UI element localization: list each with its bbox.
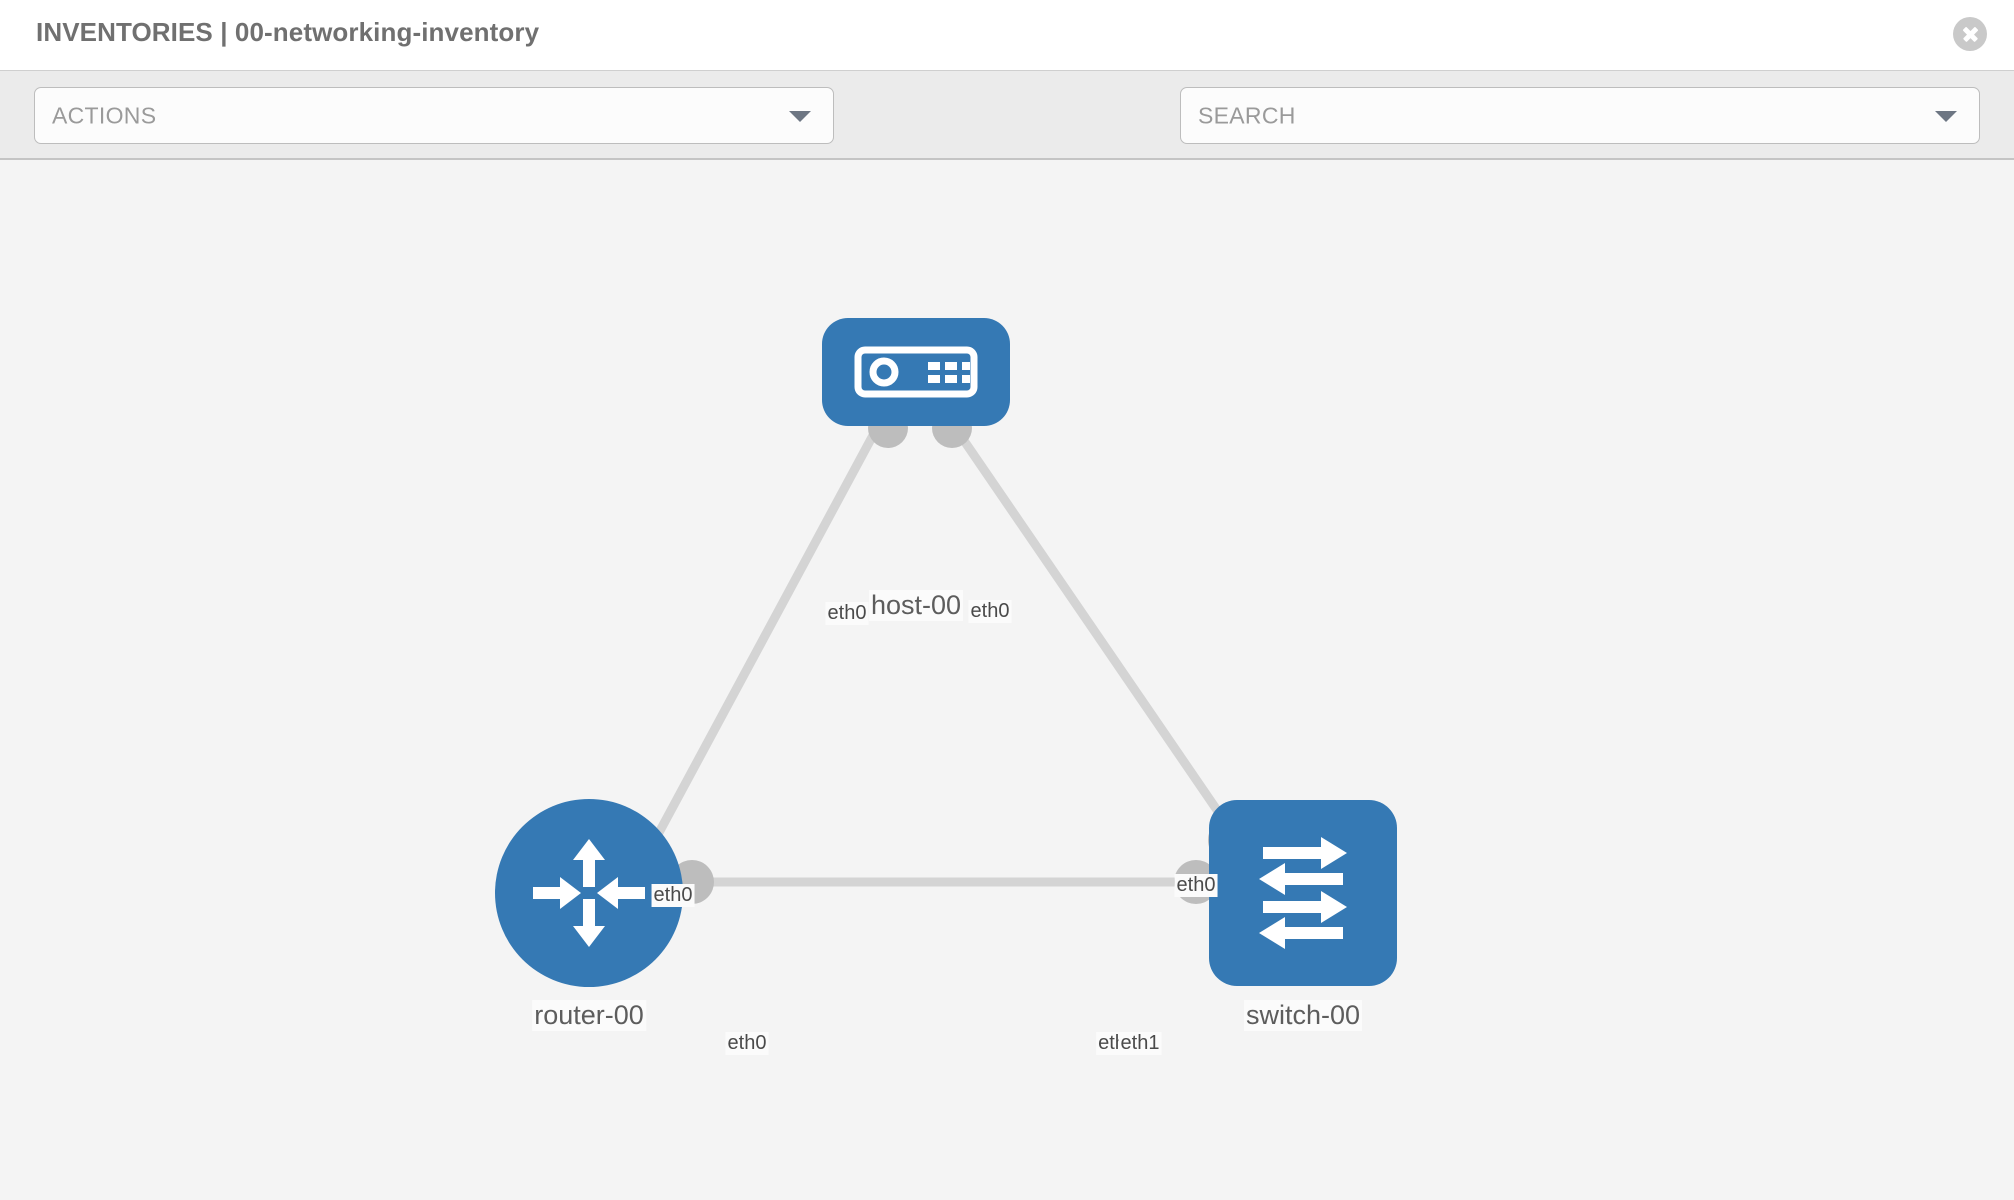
page-header: INVENTORIES | 00-networking-inventory <box>0 0 2014 70</box>
close-icon[interactable] <box>1953 17 1987 51</box>
node-host-00[interactable] <box>822 318 1010 426</box>
link-host00-switch00[interactable] <box>950 423 1236 835</box>
iface-label-router00-eth0: eth0 <box>725 1032 769 1055</box>
iface-label-router00-eth0-uplink: eth0 <box>651 884 695 907</box>
node-label-switch-00: switch-00 <box>1243 1000 1363 1032</box>
iface-label-switch00-eth1: eth1 <box>1118 1032 1162 1055</box>
search-input[interactable]: SEARCH <box>1180 87 1980 144</box>
actions-dropdown[interactable]: ACTIONS <box>34 87 834 144</box>
node-label-router-00: router-00 <box>532 1000 646 1032</box>
chevron-down-icon <box>789 110 811 122</box>
link-host00-router00[interactable] <box>651 423 882 843</box>
search-input-placeholder: SEARCH <box>1198 102 1296 128</box>
chevron-down-icon <box>1935 110 1957 122</box>
iface-label-switch00-eth0-uplink: eth0 <box>1174 874 1218 897</box>
topology-graph <box>495 318 1397 987</box>
node-label-host-00: host-00 <box>868 590 964 622</box>
topology-links <box>651 423 1236 887</box>
iface-label-host00-eth0-left: eth0 <box>825 602 869 625</box>
actions-dropdown-label: ACTIONS <box>52 102 157 128</box>
page-title: INVENTORIES | 00-networking-inventory <box>36 17 540 47</box>
toolbar: ACTIONS SEARCH <box>0 70 2014 205</box>
iface-label-host00-eth0-right: eth0 <box>968 600 1012 623</box>
topology-canvas[interactable]: eth0 eth0 eth0 eth0 eth0 eth eth1 host-0… <box>0 160 2014 1200</box>
node-router-00[interactable] <box>495 799 683 987</box>
node-switch-00[interactable] <box>1209 800 1397 986</box>
